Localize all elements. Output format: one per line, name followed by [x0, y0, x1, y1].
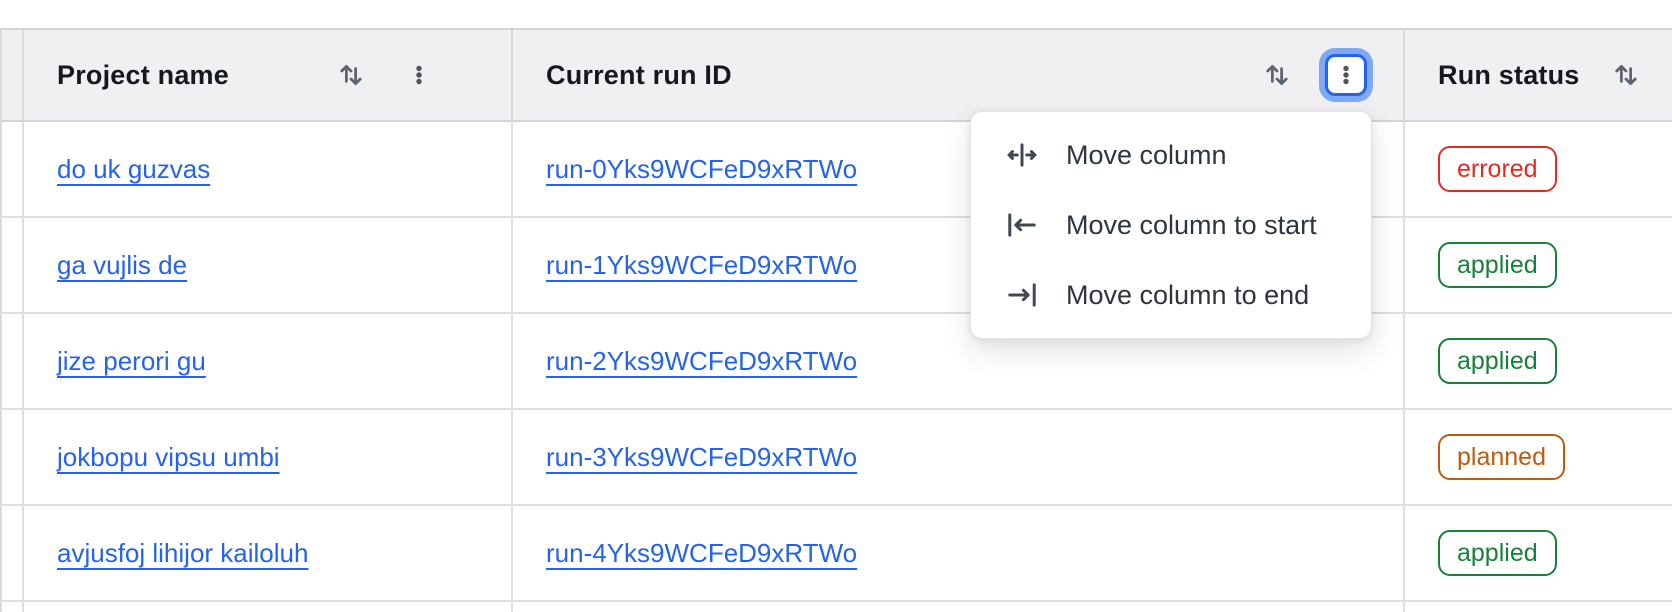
move-column-to-end-icon	[1003, 276, 1041, 314]
project-name-header-controls	[331, 55, 439, 95]
current-run-id-cell: run-2Yks9WCFeD9xRTWo	[513, 314, 1405, 408]
gutter-cell	[2, 314, 24, 408]
project-link[interactable]: jokbopu vipsu umbi	[57, 441, 280, 472]
status-badge: applied	[1438, 338, 1557, 384]
status-badge: planned	[1438, 434, 1565, 480]
project-name-cell: jokbopu vipsu umbi	[24, 410, 513, 504]
run-status-cell: applied	[1405, 314, 1672, 408]
run-id-link[interactable]: run-1Yks9WCFeD9xRTWo	[546, 249, 858, 280]
sort-icon[interactable]	[1257, 55, 1297, 95]
run-status-cell	[1405, 602, 1672, 612]
table-row: ga vujlis de run-1Yks9WCFeD9xRTWo applie…	[0, 218, 1672, 314]
run-status-header-controls	[1606, 55, 1646, 95]
gutter-cell	[2, 506, 24, 600]
move-column-to-start-icon	[1003, 206, 1041, 244]
run-id-link[interactable]: run-2Yks9WCFeD9xRTWo	[546, 345, 858, 376]
projects-table: Project name Curre	[0, 28, 1672, 612]
run-status-cell: applied	[1405, 218, 1672, 312]
project-link[interactable]: avjusfoj lihijor kailoluh	[57, 537, 309, 568]
project-name-cell: do uk guzvas	[24, 122, 513, 216]
current-run-id-cell: run-4Yks9WCFeD9xRTWo	[513, 506, 1405, 600]
project-name-cell	[24, 602, 513, 612]
status-badge: errored	[1438, 146, 1557, 192]
current-run-id-cell: run-0Yks9WCFeD9xRTWo	[513, 122, 1405, 216]
menu-item-label: Move column to end	[1066, 279, 1310, 310]
menu-item-move-column[interactable]: Move column	[971, 120, 1371, 190]
run-status-cell: planned	[1405, 410, 1672, 504]
status-badge: applied	[1438, 242, 1557, 288]
table-row: avjusfoj lihijor kailoluh run-4Yks9WCFeD…	[0, 506, 1672, 602]
project-name-header-cell: Project name	[24, 30, 513, 120]
project-link[interactable]: do uk guzvas	[57, 153, 211, 184]
kebab-menu-icon[interactable]	[399, 55, 439, 95]
project-name-cell: avjusfoj lihijor kailoluh	[24, 506, 513, 600]
project-link[interactable]: ga vujlis de	[57, 249, 188, 280]
move-column-icon	[1003, 136, 1041, 174]
gutter-header-cell	[2, 30, 24, 120]
run-status-cell: errored	[1405, 122, 1672, 216]
menu-item-label: Move column	[1066, 139, 1227, 170]
current-run-id-header-label: Current run ID	[546, 59, 732, 90]
table-header-row: Project name Curre	[0, 28, 1672, 122]
run-status-header-cell: Run status	[1405, 30, 1672, 120]
kebab-menu-icon[interactable]	[1325, 54, 1367, 96]
column-options-menu: Move column Move column to start Move co…	[970, 111, 1372, 339]
project-name-cell: ga vujlis de	[24, 218, 513, 312]
run-status-header-label: Run status	[1438, 59, 1580, 90]
table-row: do uk guzvas run-0Yks9WCFeD9xRTWo errore…	[0, 122, 1672, 218]
current-run-id-cell: run-3Yks9WCFeD9xRTWo	[513, 410, 1405, 504]
current-run-id-cell	[513, 602, 1405, 612]
sort-icon[interactable]	[331, 55, 371, 95]
menu-item-move-column-to-start[interactable]: Move column to start	[971, 190, 1371, 260]
table-row-partial	[0, 602, 1672, 612]
menu-item-move-column-to-end[interactable]: Move column to end	[971, 260, 1371, 330]
menu-item-label: Move column to start	[1066, 209, 1317, 240]
project-name-header-label: Project name	[57, 59, 229, 90]
run-id-link[interactable]: run-4Yks9WCFeD9xRTWo	[546, 537, 858, 568]
table-row: jokbopu vipsu umbi run-3Yks9WCFeD9xRTWo …	[0, 410, 1672, 506]
gutter-cell	[2, 410, 24, 504]
run-id-link[interactable]: run-0Yks9WCFeD9xRTWo	[546, 153, 858, 184]
gutter-cell	[2, 218, 24, 312]
gutter-cell	[2, 602, 24, 612]
table-row: jize perori gu run-2Yks9WCFeD9xRTWo appl…	[0, 314, 1672, 410]
project-link[interactable]: jize perori gu	[57, 345, 206, 376]
status-badge: applied	[1438, 530, 1557, 576]
project-name-cell: jize perori gu	[24, 314, 513, 408]
current-run-id-header-controls	[1257, 54, 1367, 96]
run-id-link[interactable]: run-3Yks9WCFeD9xRTWo	[546, 441, 858, 472]
sort-icon[interactable]	[1606, 55, 1646, 95]
current-run-id-cell: run-1Yks9WCFeD9xRTWo	[513, 218, 1405, 312]
table-body: do uk guzvas run-0Yks9WCFeD9xRTWo errore…	[0, 122, 1672, 612]
run-status-cell: applied	[1405, 506, 1672, 600]
gutter-cell	[2, 122, 24, 216]
current-run-id-header-cell: Current run ID	[513, 30, 1405, 120]
